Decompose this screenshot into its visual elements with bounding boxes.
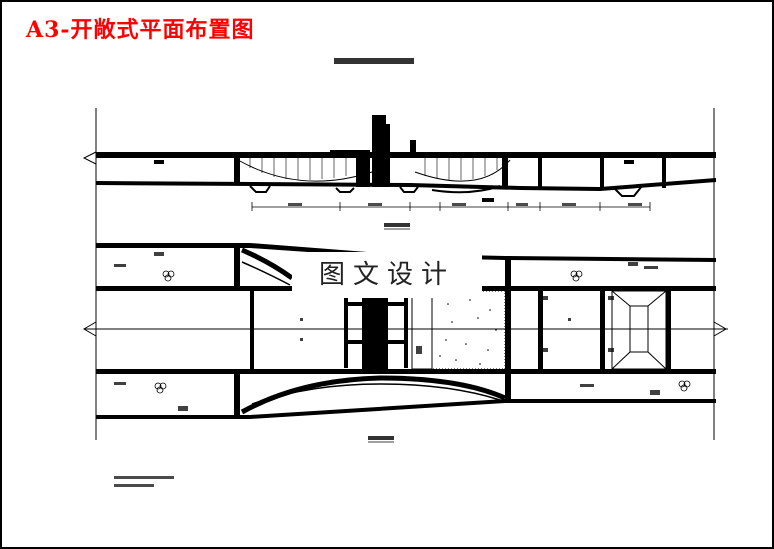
drawing-caption: [334, 58, 414, 64]
page-title: A3-开敞式平面布置图: [26, 17, 255, 43]
notes-block: [114, 476, 174, 487]
plan-caption: [368, 436, 394, 440]
extent-lines: [95, 108, 715, 440]
watermark-label: 图文设计: [292, 252, 482, 298]
watermark-text: 图文设计: [318, 260, 455, 290]
section-elevation: [82, 115, 716, 230]
section-caption: [384, 223, 410, 227]
plan-view: [83, 243, 728, 487]
